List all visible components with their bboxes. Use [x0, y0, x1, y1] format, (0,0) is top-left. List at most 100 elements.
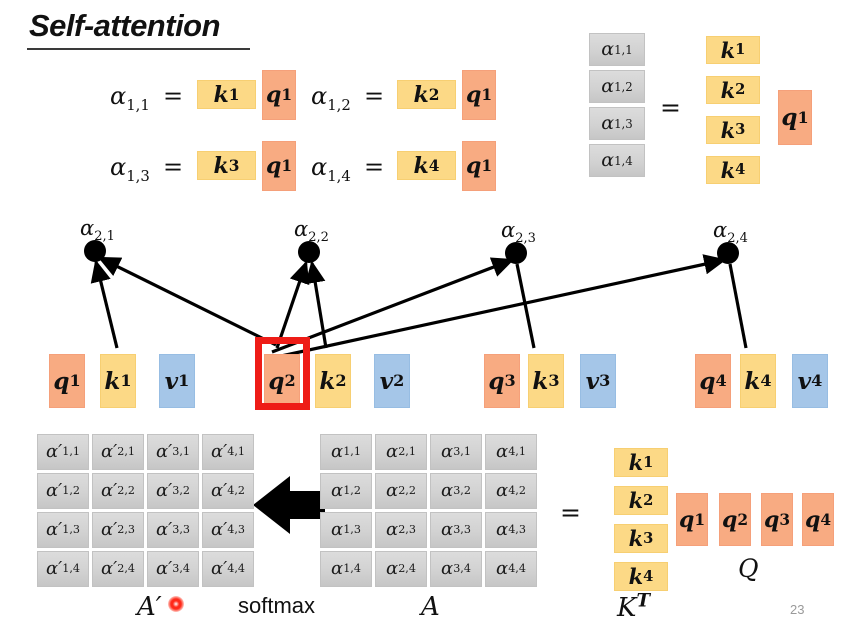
aprime-cell-4-1: α′4,1 — [202, 434, 254, 470]
arrow-k1-to-alpha21 — [90, 259, 119, 349]
aprime-cell-1-1: α′1,1 — [37, 434, 89, 470]
label-alpha-2-3: α2,3 — [501, 218, 536, 247]
equation-alpha-1-3-lhs: α1,3 — [110, 153, 150, 185]
equation-alpha-1-3-equals: = — [163, 153, 184, 181]
label-a-matrix: A — [421, 592, 440, 622]
aprime-cell-1-4: α′1,4 — [37, 551, 89, 587]
page-number: 23 — [790, 602, 805, 617]
aprime-cell-2-2: α′2,2 — [92, 473, 144, 509]
arrow-k3-to-alpha23 — [515, 263, 536, 349]
softmax-direction-arrow — [253, 476, 325, 534]
aprime-cell-4-3: α′4,3 — [202, 512, 254, 548]
aprime-cell-3-2: α′3,2 — [147, 473, 199, 509]
laser-pointer-dot — [168, 596, 184, 612]
aprime-cell-2-4: α′2,4 — [92, 551, 144, 587]
aprime-cell-4-4: α′4,4 — [202, 551, 254, 587]
aprime-cell-1-2: α′1,2 — [37, 473, 89, 509]
equation-alpha-1-4-equals: = — [364, 153, 385, 181]
aprime-cell-2-3: α′2,3 — [92, 512, 144, 548]
label-q-matrix: Q — [738, 554, 759, 583]
equation-alpha-1-4-lhs: α1,4 — [311, 153, 351, 185]
label-alpha-2-4: α2,4 — [713, 218, 748, 247]
bottom-equals: = — [560, 498, 581, 527]
label-softmax: softmax — [238, 593, 316, 618]
equation-alpha-1-1-equals: = — [163, 82, 184, 110]
top-right-equals: = — [660, 93, 681, 122]
arrow-q2-to-alpha24 — [271, 254, 727, 360]
aprime-cell-3-1: α′3,1 — [147, 434, 199, 470]
arrow-k4-to-alpha24 — [728, 263, 748, 349]
arrow-q2-to-alpha21 — [97, 256, 277, 347]
equation-alpha-1-1-lhs: α1,1 — [110, 82, 150, 114]
title-underline — [27, 48, 250, 50]
equation-alpha-1-2-equals: = — [364, 82, 385, 110]
equation-alpha-1-2-lhs: α1,2 — [311, 82, 351, 114]
label-alpha-2-2: α2,2 — [294, 217, 329, 246]
aprime-cell-3-4: α′3,4 — [147, 551, 199, 587]
arrow-k2-to-alpha22 — [305, 260, 328, 349]
label-alpha-2-1: α2,1 — [80, 216, 115, 245]
aprime-cell-2-1: α′2,1 — [92, 434, 144, 470]
aprime-cell-4-2: α′4,2 — [202, 473, 254, 509]
aprime-cell-3-3: α′3,3 — [147, 512, 199, 548]
aprime-cell-1-3: α′1,3 — [37, 512, 89, 548]
label-a-prime: A′ — [137, 592, 162, 622]
page-title: Self-attention — [29, 8, 221, 43]
highlight-box-q2 — [255, 337, 310, 410]
arrow-q2-to-alpha22 — [275, 260, 310, 349]
